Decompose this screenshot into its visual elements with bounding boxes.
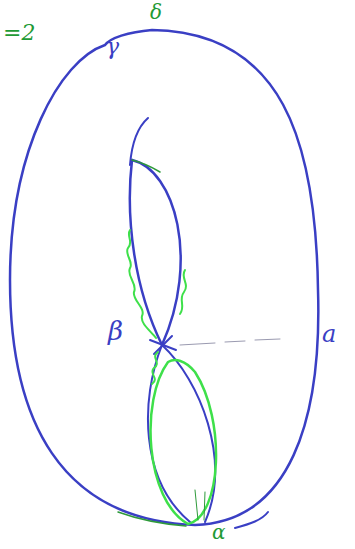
green-loop (151, 360, 217, 524)
curve-label: δ (150, 2, 162, 22)
green-stroke (132, 160, 160, 172)
cross-mark (150, 336, 176, 354)
equation-label: =2 (3, 22, 35, 44)
inner-curve (235, 512, 268, 528)
curve-label: α (212, 522, 226, 542)
inner-curve (162, 345, 215, 522)
outer-outline (10, 30, 318, 525)
green-wavy (152, 352, 158, 384)
inner-curve (130, 118, 148, 165)
green-stroke (118, 512, 186, 526)
dashed-line (180, 339, 280, 345)
inner-curve (130, 160, 162, 345)
curve-label: β (108, 318, 123, 344)
green-wavy (127, 230, 156, 338)
green-wavy (180, 270, 186, 314)
curve-label: a (322, 322, 336, 346)
inner-curve (132, 160, 181, 345)
green-stroke (195, 490, 205, 520)
curve-label: γ (106, 36, 119, 58)
